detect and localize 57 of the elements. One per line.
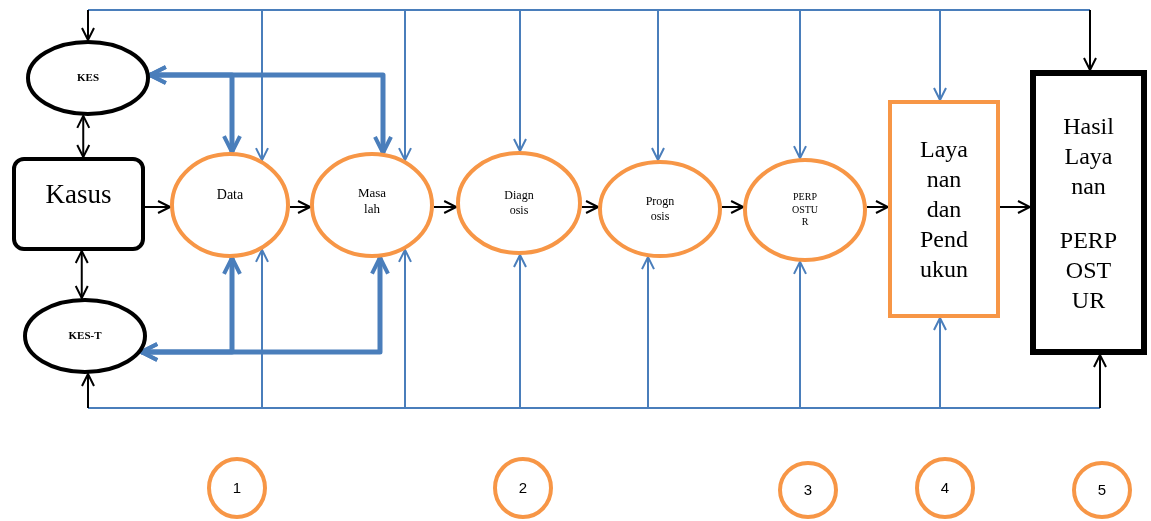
node-label: Data (215, 186, 245, 204)
arrow (720, 200, 745, 214)
ellipse-node (598, 160, 722, 258)
ellipse-node (743, 158, 867, 262)
node-label: Laya nan dan Pend ukun (919, 135, 969, 284)
step-number: 4 (939, 478, 951, 498)
arrow (513, 9, 527, 152)
number-circle (207, 457, 267, 519)
arrow (651, 9, 665, 162)
bus-line (87, 9, 1091, 11)
node-label: KES-T (67, 329, 103, 343)
process-box (888, 100, 1000, 318)
arrow (513, 254, 527, 409)
ellipse-node (310, 152, 434, 258)
arrow (255, 9, 269, 162)
node-label: PERP OST UR (1058, 225, 1119, 315)
step-number: 3 (802, 480, 814, 500)
node-label: Masa lah (356, 184, 388, 218)
step-number: 1 (231, 478, 243, 498)
double-arrow (139, 255, 390, 362)
arrow (580, 200, 600, 214)
step-number: 2 (517, 478, 529, 498)
arrow (398, 9, 412, 162)
ellipse-node (23, 298, 147, 374)
result-box (1030, 70, 1147, 355)
number-circle (1072, 461, 1132, 519)
bus-line (87, 407, 1101, 409)
arrow (793, 260, 807, 409)
node-label: Diagn osis (503, 188, 535, 218)
double-arrow (76, 114, 91, 158)
step-number: 5 (1096, 480, 1108, 500)
arrow (1083, 9, 1097, 71)
rounded-box (12, 157, 145, 251)
number-circle (493, 457, 553, 519)
node-label: Progn osis (644, 194, 676, 224)
arrow (933, 317, 947, 409)
arrow (1093, 354, 1107, 409)
arrow (641, 256, 655, 409)
arrow (793, 9, 807, 160)
arrow (933, 9, 947, 101)
number-circle (778, 461, 838, 519)
double-arrow (74, 250, 89, 300)
node-label: Kasus (44, 178, 113, 212)
arrow (81, 9, 95, 41)
node-label: PERP OSTU R (790, 191, 820, 229)
arrow (865, 200, 889, 214)
arrow (144, 200, 172, 214)
arrow (999, 200, 1031, 214)
arrow (255, 248, 269, 409)
ellipse-node (26, 40, 150, 116)
node-label: Hasil Laya nan (1062, 111, 1115, 201)
ellipse-node (170, 152, 290, 258)
arrow (398, 248, 412, 409)
arrow (81, 372, 95, 409)
number-circle (915, 457, 975, 519)
node-label: KES (76, 71, 100, 85)
ellipse-node (456, 151, 582, 255)
